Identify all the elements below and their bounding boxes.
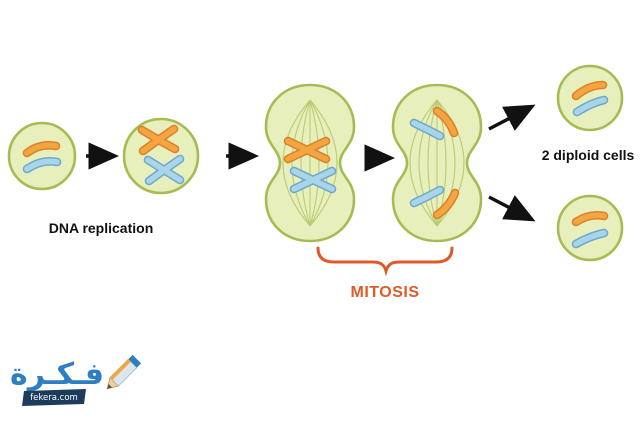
replicated-cell [122, 117, 200, 195]
arrow-to-daughter-top [488, 104, 536, 131]
chromosome-blue-duplicated [289, 166, 337, 194]
chromosomes-bottom-lobe [409, 185, 460, 220]
replicated-cell-membrane [122, 117, 200, 195]
mitosis-label: MITOSIS [351, 284, 420, 301]
daughter-cell-membrane [556, 64, 624, 132]
arrow-to-daughter-bottom [488, 195, 536, 222]
watermark: فـكـرة fekera.com [10, 354, 142, 406]
daughter-cell-bottom [556, 194, 624, 262]
dividing-cell-anaphase [391, 83, 483, 243]
parent-cell-membrane [7, 121, 77, 191]
dividing-cell-metaphase [264, 83, 356, 243]
diploid-cells-label: 2 diploid cells [542, 147, 635, 163]
daughter-cell-membrane [556, 194, 624, 262]
chromosome-orange-duplicated [137, 124, 180, 156]
chromosomes-top-lobe [409, 106, 459, 141]
daughter-cell-top [556, 64, 624, 132]
pencil-icon [106, 354, 142, 390]
chromosome-orange [571, 210, 609, 227]
parent-cell [7, 121, 77, 191]
mitosis-brace [316, 246, 454, 277]
dna-replication-label: DNA replication [49, 220, 154, 236]
watermark-banner [22, 389, 86, 406]
chromosome-blue-duplicated [143, 154, 185, 186]
chromosome-blue [571, 228, 609, 249]
chromosome-blue [572, 95, 609, 117]
spindle-fibers [282, 99, 338, 227]
chromosome-blue [22, 157, 62, 174]
chromosome-orange [571, 80, 608, 101]
chromosome-orange [22, 141, 61, 158]
chromosome-orange-duplicated [283, 136, 331, 164]
watermark-site-text: fekera.com [30, 393, 78, 403]
watermark-brand-text: فـكـرة [10, 357, 104, 392]
